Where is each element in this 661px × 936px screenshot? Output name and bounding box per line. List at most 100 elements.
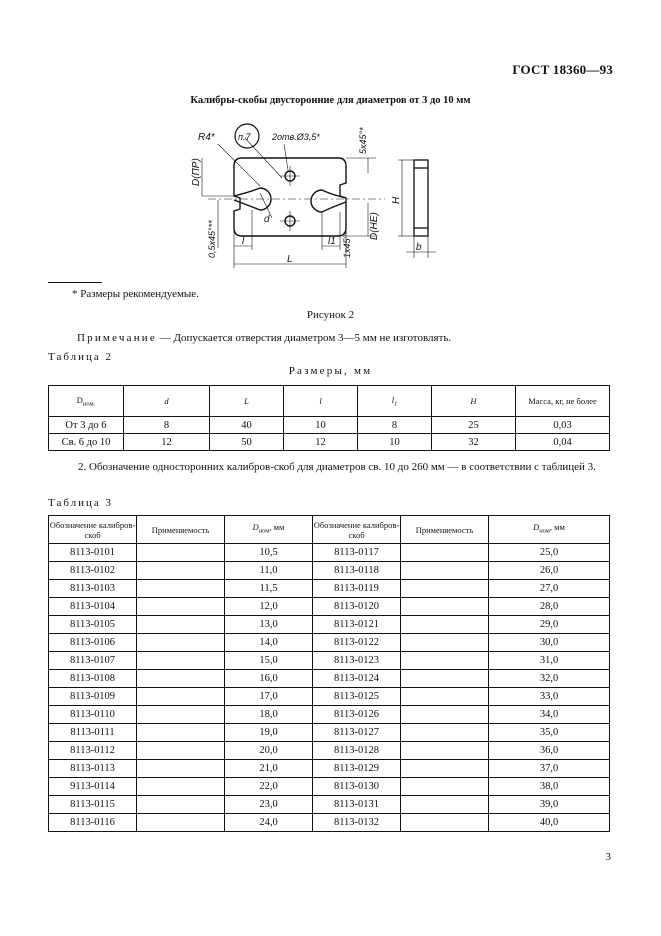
table3-applicability-cell — [400, 543, 489, 562]
table3-applicability-cell — [136, 543, 225, 562]
table3-cell: 32,0 — [488, 669, 610, 688]
table3-cell: 8113-0127 — [312, 723, 401, 742]
table3-applicability-cell — [400, 651, 489, 670]
p7-label: п.7 — [238, 132, 251, 142]
table2-header: d — [123, 385, 210, 417]
table3-cell: 29,0 — [488, 615, 610, 634]
table2-cell: 8 — [123, 416, 210, 434]
table2-units: Размеры, мм — [288, 365, 373, 377]
table3-cell: 8113-0118 — [312, 561, 401, 580]
table2-cell: 32 — [431, 433, 516, 451]
table3-applicability-cell — [136, 561, 225, 580]
b-label: b — [416, 242, 422, 253]
footnote: * Размеры рекомендуемые. — [72, 288, 199, 300]
table2-header: l1 — [357, 385, 432, 417]
table3-cell: 24,0 — [224, 813, 313, 832]
table3-applicability-cell — [400, 579, 489, 598]
table3-applicability-cell — [400, 723, 489, 742]
table3-applicability-cell — [400, 795, 489, 814]
table2-header: H — [431, 385, 516, 417]
table3-cell: 8113-0125 — [312, 687, 401, 706]
table3-cell: 8113-0113 — [48, 759, 137, 778]
table3-cell: 8113-0107 — [48, 651, 137, 670]
table3-cell: 26,0 — [488, 561, 610, 580]
table3-cell: 8113-0132 — [312, 813, 401, 832]
gauge-drawing: R4* п.7 2отв.Ø3,5* 5х45°* D(ПР) d 0,5х45… — [191, 123, 436, 268]
table3-cell: 8113-0115 — [48, 795, 137, 814]
d-label: d — [264, 214, 270, 225]
table2-cell: 12 — [123, 433, 210, 451]
r4-label: R4* — [198, 132, 216, 143]
table3-cell: 20,0 — [224, 741, 313, 760]
holes-label: 2отв.Ø3,5* — [271, 132, 320, 142]
table3-applicability-cell — [136, 615, 225, 634]
table3-applicability-cell — [136, 651, 225, 670]
table3-applicability-cell — [400, 615, 489, 634]
figure-caption: Рисунок 2 — [306, 309, 355, 321]
table3-applicability-cell — [136, 759, 225, 778]
table3-header-row: Обозначение калибров-скоб Применяемость … — [48, 515, 610, 544]
table3-cell: 17,0 — [224, 687, 313, 706]
note-text: — Допускается отверстия диаметром 3—5 мм… — [156, 332, 452, 344]
table3-cell: 19,0 — [224, 723, 313, 742]
table3-applicability-cell — [136, 597, 225, 616]
table3-cell: 8113-0112 — [48, 741, 137, 760]
table3: Обозначение калибров-скоб Применяемость … — [48, 515, 610, 832]
table3-cell: 38,0 — [488, 777, 610, 796]
table3-cell: 8113-0103 — [48, 579, 137, 598]
table3-cell: 8113-0131 — [312, 795, 401, 814]
table3-cell: 27,0 — [488, 579, 610, 598]
table3-cell: 23,0 — [224, 795, 313, 814]
table3-cell: 8113-0122 — [312, 633, 401, 652]
table2-cell: 0,03 — [515, 416, 610, 434]
table3-cell: 8113-0104 — [48, 597, 137, 616]
table3-applicability-cell — [400, 777, 489, 796]
table3-applicability-cell — [136, 687, 225, 706]
table3-cell: 35,0 — [488, 723, 610, 742]
standard-number: ГОСТ 18360—93 — [512, 62, 613, 77]
drawing-title: Калибры-скобы двусторонние для диаметров… — [190, 95, 471, 106]
table3-cell: 34,0 — [488, 705, 610, 724]
table3-cell: 8113-0130 — [312, 777, 401, 796]
table3-header-d: Dном, мм — [224, 515, 313, 544]
table2-cell: 40 — [209, 416, 284, 434]
table3-cell: 8113-0101 — [48, 543, 137, 562]
table3-applicability-cell — [136, 741, 225, 760]
table3-cell: 8113-0129 — [312, 759, 401, 778]
table3-applicability-cell — [136, 579, 225, 598]
table3-cell: 8113-0102 — [48, 561, 137, 580]
table2-cell: Св. 6 до 10 — [48, 433, 124, 451]
table2-cell: 25 — [431, 416, 516, 434]
chamfer-left-label: 0,5х45°** — [207, 220, 217, 258]
table3-cell: 10,5 — [224, 543, 313, 562]
table3-cell: 8113-0119 — [312, 579, 401, 598]
d-pr-label: D(ПР) — [191, 158, 202, 186]
table3-header-d: Dном, мм — [488, 515, 610, 544]
table3-cell: 8113-0105 — [48, 615, 137, 634]
note-lead: Примечание — [77, 332, 157, 344]
table3-applicability-cell — [136, 633, 225, 652]
table2-header: Dном. — [48, 385, 124, 417]
table3-cell: 21,0 — [224, 759, 313, 778]
table3-applicability-cell — [400, 813, 489, 832]
table3-cell: 11,0 — [224, 561, 313, 580]
table2-cell: 10 — [357, 433, 432, 451]
table2-cell: 12 — [283, 433, 358, 451]
table3-cell: 8113-0126 — [312, 705, 401, 724]
table3-cell: 22,0 — [224, 777, 313, 796]
table2-cell: 50 — [209, 433, 284, 451]
table3-cell: 8113-0123 — [312, 651, 401, 670]
l1-label: l1 — [328, 236, 336, 247]
